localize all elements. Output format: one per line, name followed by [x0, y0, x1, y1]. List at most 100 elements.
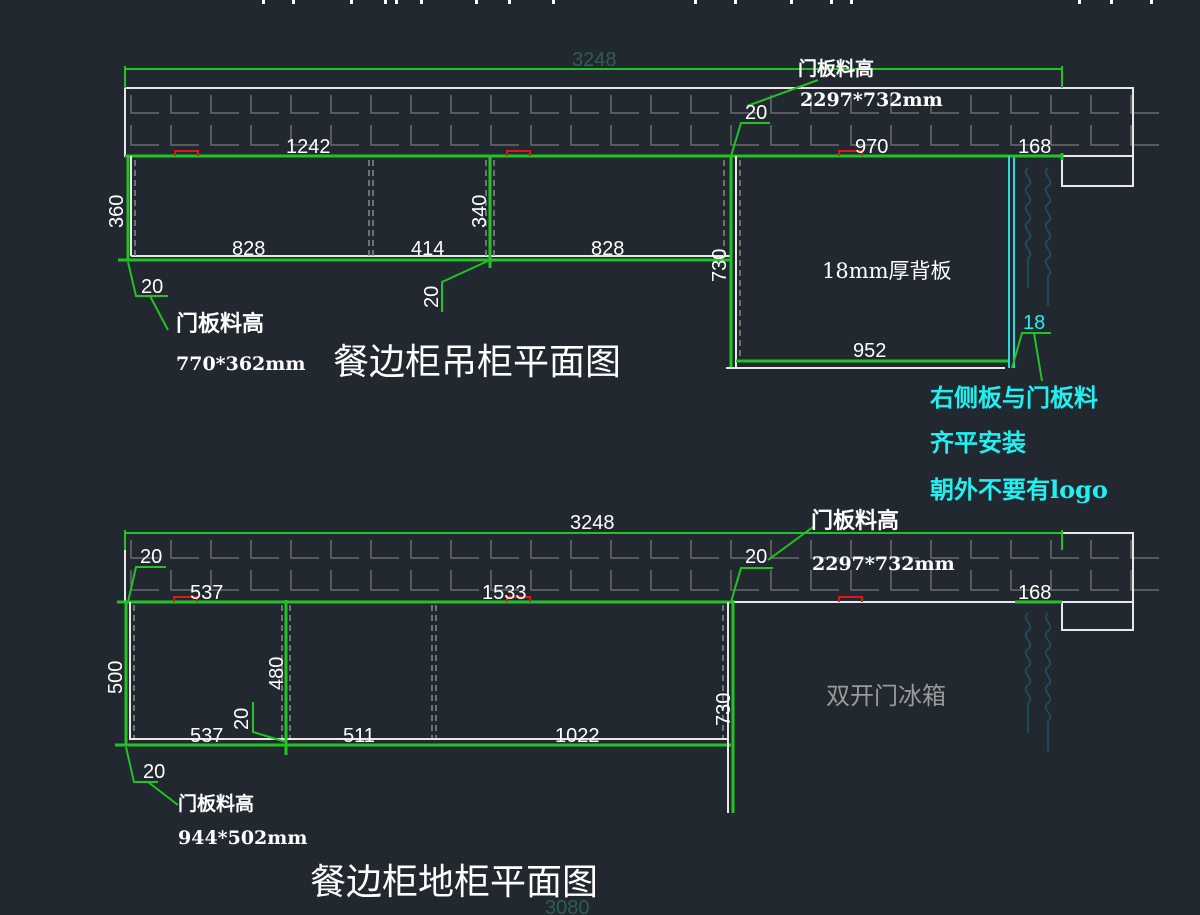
- brick-hatch-mark: [1090, 125, 1119, 146]
- brick-hatch-mark: [370, 95, 399, 114]
- brick-hatch-mark: [210, 125, 239, 146]
- dim-seg2: 414: [411, 238, 444, 260]
- brick-hatch-mark: [370, 570, 399, 591]
- brick-hatch-mark: [130, 95, 159, 114]
- wall-hatch-bottom: [130, 540, 1159, 591]
- brick-hatch-mark: [970, 540, 999, 559]
- brick-hatch-mark: [330, 540, 359, 559]
- dim-depth: 730: [709, 249, 731, 282]
- brick-hatch-mark: [1010, 125, 1039, 146]
- brick-hatch-mark: [850, 95, 879, 114]
- brick-hatch-mark: [370, 540, 399, 559]
- dim-height-mid: 340: [469, 195, 491, 228]
- dim-seg3: 828: [591, 238, 624, 260]
- brick-hatch-mark: [450, 540, 479, 559]
- back-panel-label: 18mm厚背板: [822, 259, 952, 283]
- brick-hatch-mark: [530, 570, 559, 591]
- leader-line: [127, 566, 166, 603]
- wall-outline: [124, 87, 1134, 157]
- wall-corner: [1061, 156, 1134, 187]
- side-note-line-2: 齐平安装: [930, 428, 1026, 457]
- brick-hatch-mark: [810, 570, 839, 591]
- brick-hatch-mark: [1010, 570, 1039, 591]
- dim-right-end: 168: [1018, 582, 1051, 604]
- leader-top-value: 20: [140, 546, 162, 568]
- leader-line: [730, 567, 773, 603]
- leader-line: [252, 702, 287, 743]
- brick-hatch-mark: [170, 95, 199, 114]
- wall-corner: [1061, 602, 1134, 631]
- brick-hatch-mark: [210, 540, 239, 559]
- leader-line: [125, 746, 158, 783]
- brick-hatch-mark: [1090, 95, 1119, 114]
- brick-hatch-mark: [890, 570, 919, 591]
- dim-seg3: 1022: [555, 725, 600, 747]
- side-panel-value: 18: [1023, 312, 1045, 334]
- brick-hatch-mark: [1050, 570, 1079, 591]
- brick-hatch-mark: [570, 540, 599, 559]
- brick-hatch-mark: [810, 125, 839, 146]
- brick-hatch-mark: [130, 540, 159, 559]
- brick-hatch-mark: [370, 125, 399, 146]
- leader-left-value: 20: [141, 276, 163, 298]
- brick-hatch-mark: [450, 125, 479, 146]
- brick-hatch-mark: [1130, 540, 1159, 559]
- brick-hatch-mark: [170, 540, 199, 559]
- brick-hatch-mark: [1010, 95, 1039, 114]
- brick-hatch-mark: [210, 570, 239, 591]
- brick-hatch-mark: [690, 95, 719, 114]
- brick-hatch-mark: [850, 125, 879, 146]
- side-note-line-3: 朝外不要有logo: [930, 475, 1108, 504]
- brick-hatch-mark: [890, 95, 919, 114]
- leader-right-value: 20: [745, 102, 767, 124]
- brick-hatch-mark: [530, 125, 559, 146]
- dim-height-mid: 480: [266, 657, 288, 690]
- overall-width-label: 3248: [572, 49, 617, 71]
- dim-height-left: 360: [106, 195, 128, 228]
- right-door-size: 2297*732mm: [812, 553, 955, 575]
- brick-hatch-mark: [290, 570, 319, 591]
- brick-hatch-mark: [930, 540, 959, 559]
- brick-hatch-mark: [650, 570, 679, 591]
- brick-hatch-mark: [610, 125, 639, 146]
- brick-hatch-mark: [1130, 95, 1159, 114]
- brick-hatch-mark: [1050, 125, 1079, 146]
- brick-hatch-mark: [490, 125, 519, 146]
- leader-line: [1011, 332, 1051, 369]
- wall-hatch-top: [130, 95, 1159, 146]
- brick-hatch-mark: [850, 570, 879, 591]
- brick-hatch-mark: [1130, 125, 1159, 146]
- brick-hatch-mark: [970, 125, 999, 146]
- handle-icon: [506, 150, 531, 156]
- leader-line: [767, 526, 814, 561]
- brick-hatch-mark: [930, 95, 959, 114]
- dim-depth: 730: [713, 693, 735, 726]
- brick-hatch-mark: [1050, 95, 1079, 114]
- leader-line: [746, 79, 819, 107]
- brick-hatch-mark: [650, 125, 679, 146]
- handle-icon: [838, 596, 863, 602]
- dim-inner-width: 952: [853, 340, 886, 362]
- brick-hatch-mark: [250, 95, 279, 114]
- brick-hatch-mark: [490, 570, 519, 591]
- brick-hatch-mark: [690, 540, 719, 559]
- side-note-line-1: 右侧板与门板料: [930, 383, 1098, 412]
- brick-hatch-mark: [330, 95, 359, 114]
- handle-icon: [838, 150, 863, 156]
- bottom-plan: 3248 537 1533 168 500 480 537 511 1022 7…: [105, 508, 1159, 915]
- bottom-plan-title: 餐边柜地柜平面图: [310, 862, 598, 903]
- dim-right-span: 970: [855, 136, 888, 158]
- brick-hatch-mark: [730, 125, 759, 146]
- cropped-top-text: [262, 0, 1153, 4]
- brick-hatch-mark: [490, 95, 519, 114]
- left-door-size: 944*502mm: [178, 827, 307, 849]
- brick-hatch-mark: [1050, 540, 1079, 559]
- brick-hatch-mark: [1010, 540, 1039, 559]
- brick-hatch-mark: [1090, 540, 1119, 559]
- brick-hatch-mark: [970, 570, 999, 591]
- overall-width-label: 3248: [570, 512, 615, 534]
- brick-hatch-mark: [690, 570, 719, 591]
- brick-hatch-mark: [1130, 570, 1159, 591]
- dim-left-span: 537: [190, 582, 223, 604]
